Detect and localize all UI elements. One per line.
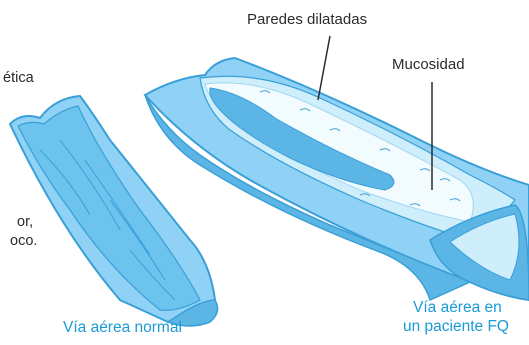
label-normal-airway: Vía aérea normal: [63, 319, 182, 336]
cf-airway-tube: [143, 56, 529, 302]
normal-airway-tube: [8, 94, 219, 327]
label-mucus: Mucosidad: [392, 56, 465, 73]
cropped-text-fragment: ética: [3, 70, 34, 86]
label-dilated-walls: Paredes dilatadas: [247, 11, 368, 28]
cropped-text-fragment: or,: [17, 214, 34, 230]
label-cf-airway-line2: un paciente FQ: [403, 318, 509, 335]
cropped-text-fragment: oco.: [10, 233, 38, 249]
label-cf-airway-line1: Vía aérea en: [413, 299, 502, 316]
label-pointers: [317, 35, 433, 190]
